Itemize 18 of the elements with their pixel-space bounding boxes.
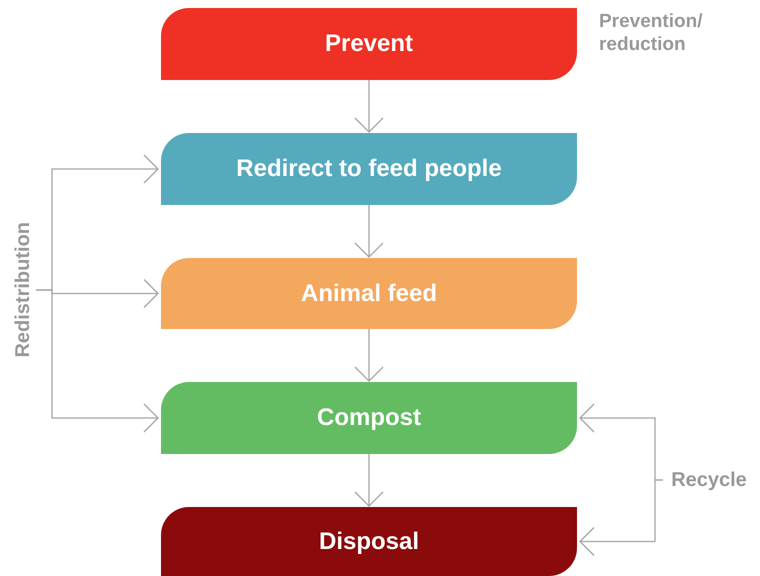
step-label: Disposal [318, 528, 420, 556]
bracket-label: Redistribution [12, 222, 34, 358]
bracket-label: Recycle [671, 468, 747, 492]
process-box [161, 133, 577, 205]
arrow [354, 80, 384, 133]
arrow [354, 205, 384, 258]
step-label: Animal feed [300, 280, 438, 308]
process-box [161, 507, 577, 576]
step-label: Compost [317, 404, 421, 432]
arrow [354, 329, 384, 382]
process-box [161, 382, 577, 454]
process-box [161, 258, 577, 329]
arrow [36, 289, 159, 433]
step-label: Prevent [324, 30, 414, 58]
step-label: Redirect to feed people [236, 155, 502, 183]
side-note: Prevention/ reduction [599, 10, 704, 56]
arrow [354, 454, 384, 507]
arrow [579, 479, 663, 556]
